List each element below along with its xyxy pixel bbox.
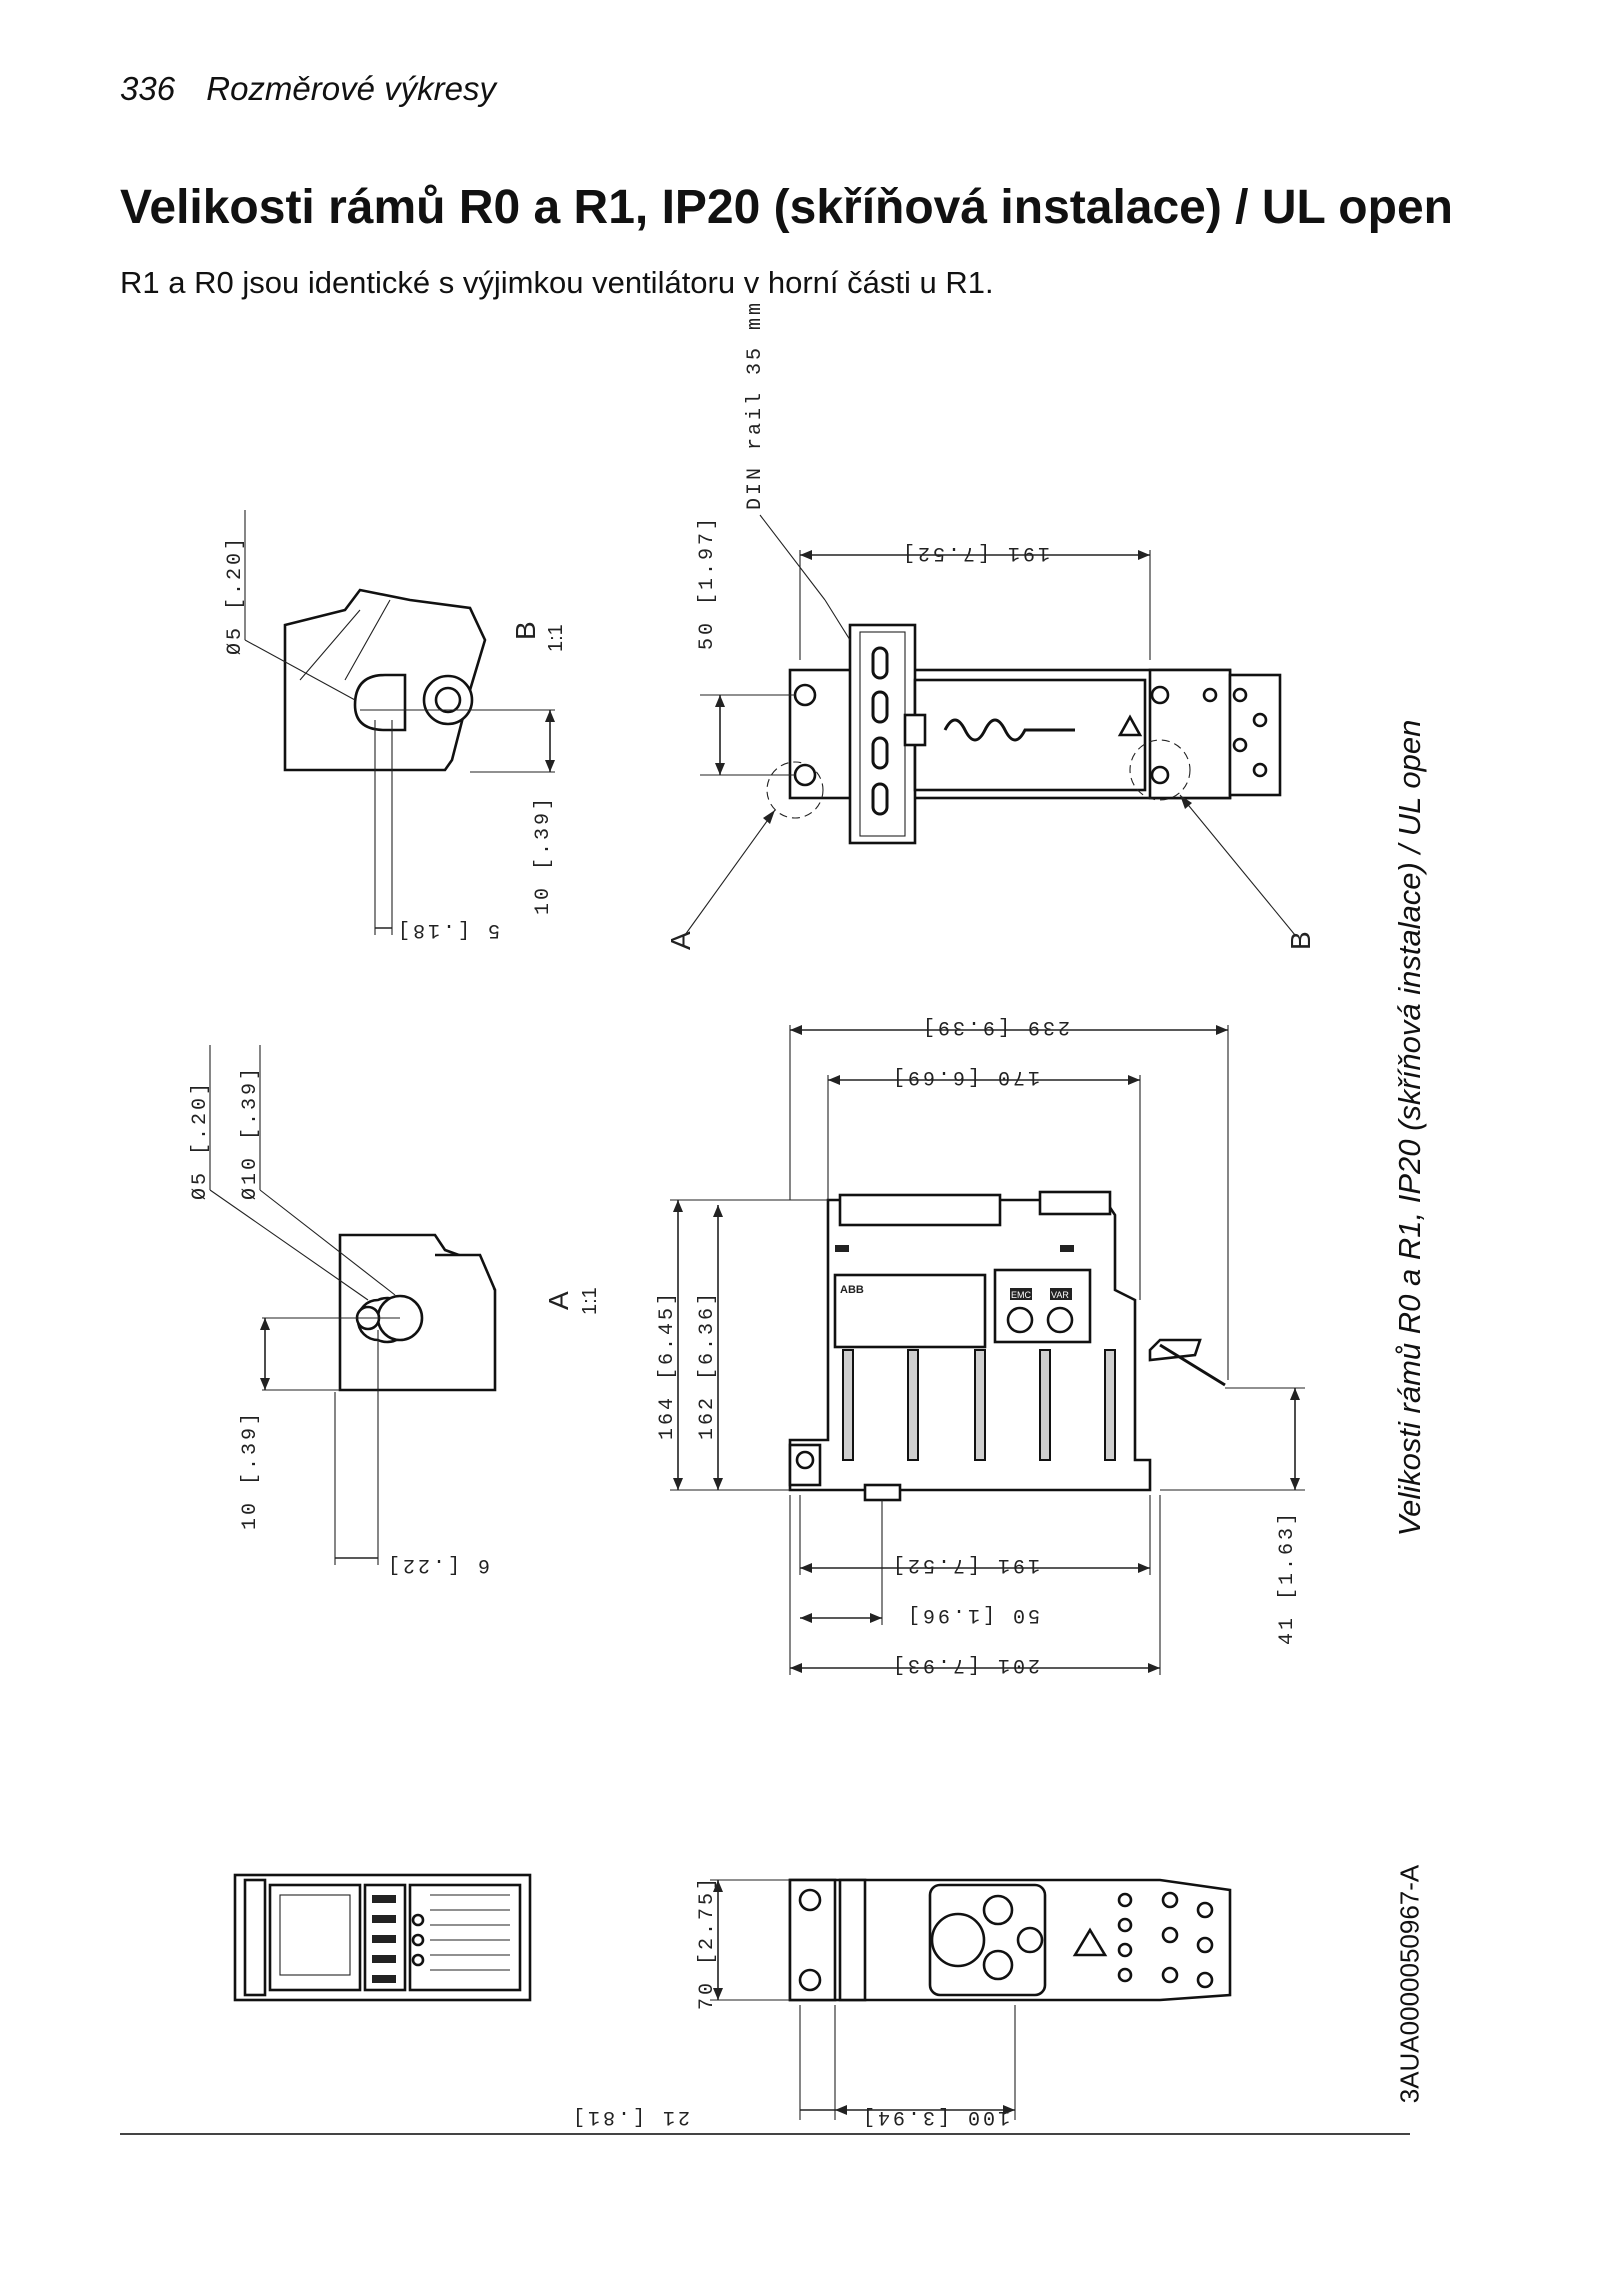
bottom-side-offset-dim: 21 [.81] [570, 2105, 690, 2128]
footer-rule [120, 2133, 1410, 2135]
front-panel-led-left: EMC [1011, 1290, 1032, 1300]
front-height-total-dim: 164 [6.45] [656, 1290, 679, 1440]
detail-a-diameter-large-dim: Ø10 [.39] [239, 1065, 262, 1200]
detail-b-top: Ø5 [.20] 10 [.39] 5 [.18] B 1:1 [224, 510, 567, 941]
page-subtitle: R1 a R0 jsou identické s výjimkou ventil… [120, 265, 994, 300]
front-width-total-dim: 239 [9.39] [920, 1015, 1070, 1038]
front-base-width-dim: 201 [7.93] [890, 1653, 1040, 1676]
front-panel-led-right: VAR [1051, 1290, 1069, 1300]
rail-width-dim: 191 [7.52] [900, 541, 1050, 564]
front-height-body-dim: 162 [6.36] [696, 1290, 719, 1440]
page-title: Velikosti rámů R0 a R1, IP20 (skříňová i… [120, 181, 1453, 234]
page-number: 336 [120, 70, 176, 107]
detail-b-label: B [510, 621, 541, 640]
rail-height-dim: 50 [1.97] [696, 515, 719, 650]
detail-b-offset-dim: 5 [.18] [395, 918, 500, 941]
callout-a: A [665, 931, 696, 950]
detail-a-offset-dim: 6 [.22] [385, 1553, 490, 1576]
bottom-depth-dim: 100 [3.94] [860, 2105, 1010, 2128]
bottom-height-dim: 70 [2.75] [696, 1875, 719, 2010]
detail-a: Ø5 [.20] Ø10 [.39] 10 [.39] 6 [.22] A 1:… [189, 1045, 601, 1576]
detail-a-diameter-small-dim: Ø5 [.20] [189, 1080, 212, 1200]
front-mount-offset-dim: 50 [1.96] [905, 1603, 1040, 1626]
front-view: ABB EMC VAR [656, 1015, 1305, 1676]
din-rail-label: DIN rail 35 mm [744, 300, 767, 510]
page-header: 336 Rozměrové výkresy [120, 70, 496, 108]
front-clamp-height-dim: 41 [1.63] [1276, 1510, 1299, 1645]
detail-b-diameter-dim: Ø5 [.20] [224, 535, 247, 655]
din-rail-view: DIN rail 35 mm 191 [7.52] 50 [1.97] A B [665, 300, 1316, 950]
side-view-bottom-left [233, 1873, 532, 2002]
front-width-body-dim: 170 [6.69] [890, 1065, 1040, 1088]
detail-a-label: A [543, 1291, 574, 1310]
detail-a-scale: 1:1 [579, 1287, 601, 1315]
callout-b: B [1285, 931, 1316, 950]
detail-b-scale: 1:1 [545, 624, 567, 652]
front-mount-width-dim: 191 [7.52] [890, 1553, 1040, 1576]
section-name: Rozměrové výkresy [206, 70, 496, 107]
top-view-bottom-right: 70 [2.75] 21 [.81] 100 [3.94] [570, 1875, 1232, 2128]
front-panel-logo: ABB [840, 1284, 864, 1296]
detail-a-height-dim: 10 [.39] [239, 1410, 262, 1530]
detail-b-height-dim: 10 [.39] [532, 795, 555, 915]
